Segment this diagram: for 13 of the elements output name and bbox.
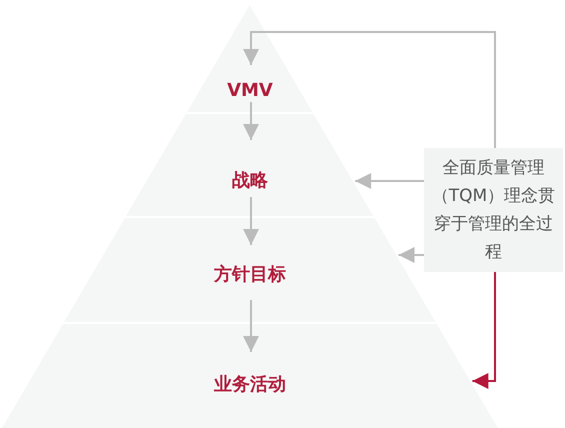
note-box [424, 148, 563, 272]
arrow [243, 102, 259, 140]
arrow [472, 272, 496, 389]
tier-label: VMV [226, 80, 274, 102]
tier-label: 业务活动 [212, 374, 287, 396]
arrow [243, 300, 259, 352]
arrow [355, 173, 424, 189]
arrow [243, 197, 259, 245]
arrow [243, 31, 496, 148]
tier-label: 战略 [230, 170, 269, 192]
arrow [398, 247, 424, 263]
note-text: 全面质量管理（TQM）理念贯穿于管理的全过程 [430, 157, 556, 264]
tier-label: 方针目标 [212, 264, 287, 286]
